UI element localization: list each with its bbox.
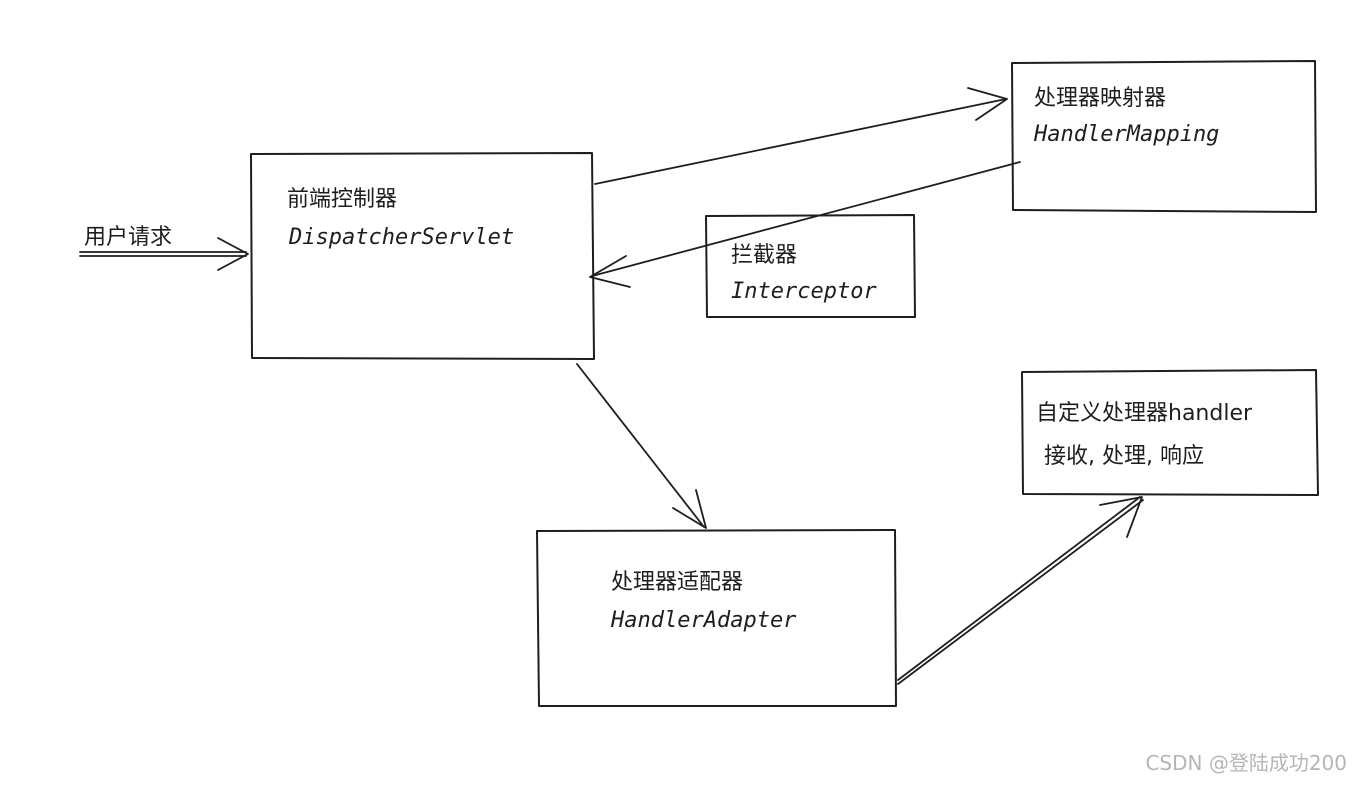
edge-mapping-to-dispatcher: [589, 161, 1021, 288]
node-interceptor-title: 拦截器: [731, 243, 797, 268]
edge-adapter-to-handler-arrowhead: [1099, 496, 1143, 538]
edge-mapping-to-dispatcher-arrowhead: [589, 255, 631, 288]
node-interceptor-border: [705, 214, 916, 318]
node-dispatcher-servlet-subtitle: DispatcherServlet: [288, 225, 514, 250]
node-handler-adapter-subtitle: HandlerAdapter: [610, 608, 797, 633]
edge-mapping-to-dispatcher-line: [591, 161, 1021, 277]
node-handler-mapping: 处理器映射器 HandlerMapping: [1011, 60, 1317, 213]
node-custom-handler: 自定义处理器handler 接收, 处理, 响应: [1021, 369, 1319, 496]
node-handler-adapter-border: [536, 529, 897, 707]
edge-user-request-arrowhead: [217, 237, 249, 271]
edge-dispatcher-to-adapter: [576, 363, 707, 529]
node-handler-mapping-title: 处理器映射器: [1034, 86, 1166, 111]
edge-user-request: 用户请求: [79, 225, 249, 271]
node-custom-handler-border: [1021, 369, 1319, 496]
node-custom-handler-subtitle: 接收, 处理, 响应: [1044, 444, 1204, 469]
node-handler-adapter-title: 处理器适配器: [611, 570, 743, 595]
node-handler-mapping-border: [1011, 60, 1317, 213]
edge-adapter-to-handler-line-1: [897, 496, 1141, 681]
node-interceptor-subtitle: Interceptor: [731, 279, 877, 304]
node-custom-handler-title: 自定义处理器handler: [1036, 401, 1253, 426]
edge-user-request-label: 用户请求: [84, 225, 172, 250]
node-handler-adapter: 处理器适配器 HandlerAdapter: [536, 529, 897, 707]
edge-adapter-to-handler-line-2: [897, 499, 1144, 685]
edge-adapter-to-handler: [897, 496, 1144, 685]
node-interceptor: 拦截器 Interceptor: [705, 214, 916, 318]
edge-dispatcher-to-adapter-arrowhead: [672, 489, 707, 529]
watermark: CSDN @登陆成功200: [1145, 751, 1347, 775]
node-handler-mapping-subtitle: HandlerMapping: [1033, 122, 1219, 147]
edge-dispatcher-to-mapping-line: [594, 98, 1007, 185]
edge-dispatcher-to-mapping: [594, 87, 1008, 185]
edge-dispatcher-to-adapter-line: [576, 363, 705, 528]
node-dispatcher-servlet-title: 前端控制器: [287, 187, 397, 212]
node-dispatcher-servlet: 前端控制器 DispatcherServlet: [250, 152, 595, 360]
node-dispatcher-servlet-border: [250, 152, 595, 360]
edge-dispatcher-to-mapping-arrowhead: [967, 87, 1008, 121]
